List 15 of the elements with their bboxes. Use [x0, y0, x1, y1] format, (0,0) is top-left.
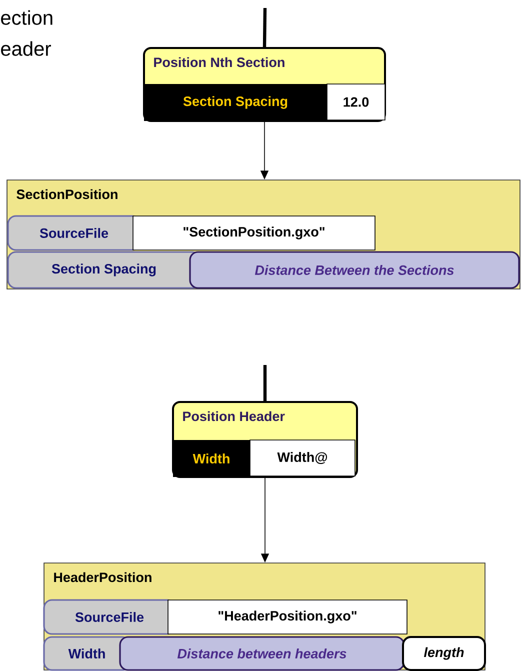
property-name-cell: SourceFile [7, 215, 141, 251]
connector-line [263, 365, 267, 401]
unit-cell: length [402, 636, 486, 671]
value-cell: "HeaderPosition.gxo" [168, 600, 408, 634]
value-cell: Width@ [250, 440, 356, 476]
side-text: ection eader [1, 10, 52, 56]
value-cell: 12.0 [326, 84, 386, 120]
value-cell: "SectionPosition.gxo" [132, 216, 376, 250]
property-name-cell: Section Spacing [7, 251, 201, 289]
property-name-cell: SourceFile [43, 599, 176, 635]
description-cell: Distance Between the Sections [189, 251, 520, 289]
parameter-name-cell: Width [173, 440, 250, 477]
description-cell: Distance between headers [119, 636, 405, 671]
connector-line [262, 8, 267, 48]
parameter-name-cell: Section Spacing [144, 84, 327, 121]
